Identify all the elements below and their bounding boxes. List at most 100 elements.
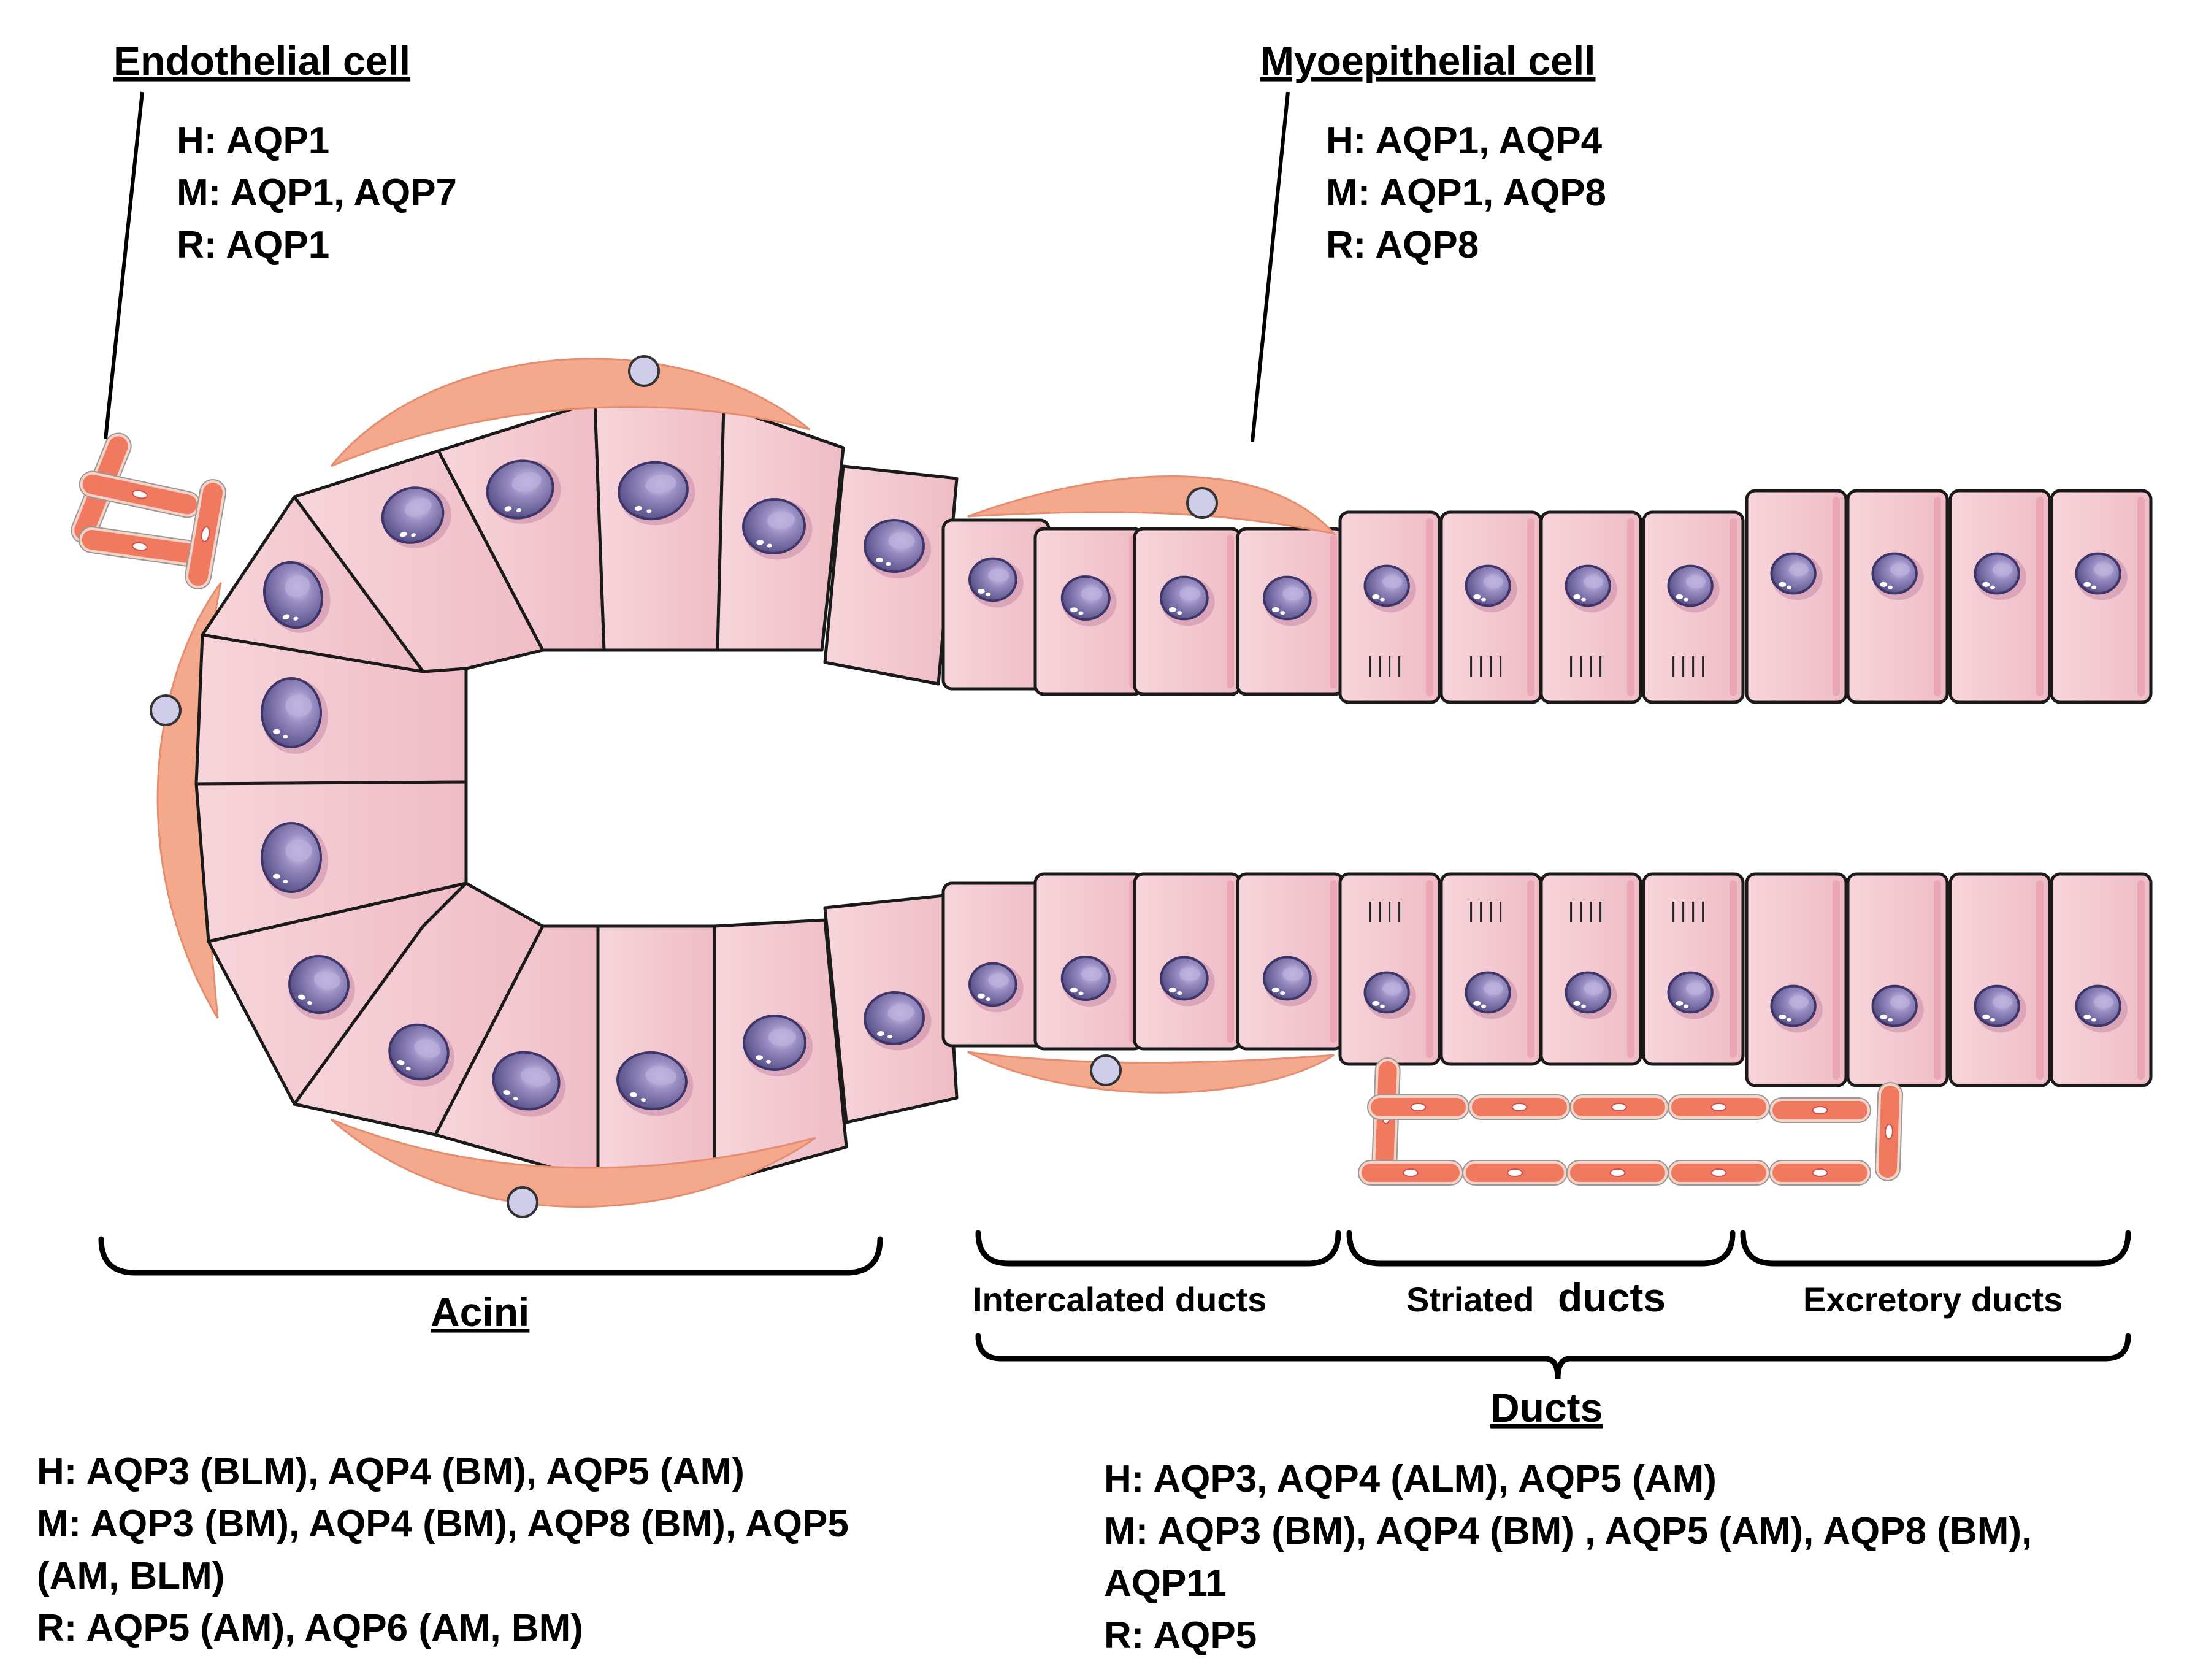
acinar-cell bbox=[596, 924, 716, 1186]
cell-nucleus bbox=[261, 822, 328, 899]
acini-brace bbox=[98, 1236, 883, 1276]
cell-shading bbox=[2137, 880, 2145, 1080]
striated-cell bbox=[1338, 510, 1441, 704]
cell-nucleus bbox=[1160, 956, 1215, 1007]
endothelial-nucleus bbox=[1710, 1103, 1727, 1111]
acinar-cell bbox=[201, 495, 425, 683]
cell-shading bbox=[1627, 880, 1634, 1058]
endothelial-cell bbox=[185, 479, 226, 589]
cell-nucleus bbox=[1770, 552, 1823, 600]
myoepithelial-body bbox=[967, 475, 1337, 535]
cell-nucleus bbox=[1871, 984, 1924, 1033]
cell-shading bbox=[1627, 518, 1634, 696]
excretory-cell bbox=[1745, 489, 1848, 704]
cell-nucleus bbox=[1770, 984, 1823, 1033]
intercalated-cell bbox=[1033, 872, 1144, 1051]
cell-nucleus bbox=[1565, 971, 1617, 1019]
striated-cell bbox=[1642, 510, 1745, 704]
intercalated-ducts-label: Intercalated ducts bbox=[973, 1280, 1266, 1319]
cell-nucleus bbox=[288, 954, 355, 1021]
cell-nucleus bbox=[1060, 956, 1117, 1007]
myoepithelial-pointer-line bbox=[1251, 91, 1290, 442]
cell-nucleus bbox=[616, 1051, 694, 1116]
myoepithelial-body bbox=[331, 1118, 816, 1208]
intercalated-cell bbox=[1133, 872, 1242, 1051]
endothelial-nucleus bbox=[1710, 1168, 1727, 1177]
cell-shading bbox=[2036, 880, 2044, 1080]
acinar-cell bbox=[293, 449, 545, 673]
cell-nucleus bbox=[1263, 575, 1318, 626]
endothelial-line-m: M: AQP1, AQP7 bbox=[177, 172, 457, 214]
striated-brace bbox=[1346, 1230, 1736, 1267]
cell-nucleus bbox=[2075, 552, 2128, 600]
cell-nucleus bbox=[1060, 575, 1117, 626]
myoepithelial-cell bbox=[330, 355, 810, 467]
acini-title: Acini bbox=[431, 1289, 529, 1335]
endothelial-nucleus bbox=[1611, 1103, 1627, 1111]
cell-nucleus bbox=[618, 461, 695, 526]
ducts-line-r: R: AQP5 bbox=[1104, 1614, 1257, 1657]
cell-shading bbox=[1833, 880, 1840, 1080]
ducts-title: Ducts bbox=[1490, 1385, 1603, 1430]
cell-shading bbox=[1527, 518, 1534, 696]
endothelial-cell bbox=[1566, 1160, 1669, 1186]
myoepithelial-nucleus bbox=[1090, 1054, 1122, 1086]
intercalated-cell bbox=[1033, 527, 1144, 696]
endothelial-cell bbox=[1367, 1094, 1469, 1120]
ducts-line-m: M: AQP3 (BM), AQP4 (BM) , AQP5 (AM), AQP… bbox=[1104, 1510, 2032, 1552]
endothelial-nucleus bbox=[1812, 1168, 1828, 1177]
excretory-cell bbox=[1846, 872, 1949, 1087]
acinar-cell bbox=[593, 400, 726, 652]
cell-nucleus bbox=[1667, 564, 1720, 613]
excretory-cell bbox=[1948, 872, 2051, 1087]
striated-cell bbox=[1338, 872, 1441, 1066]
ducts-line-m-cont: AQP11 bbox=[1104, 1562, 1227, 1605]
excretory-brace bbox=[1740, 1230, 2131, 1267]
endothelial-nucleus bbox=[132, 489, 148, 499]
endothelial-capillaries bbox=[71, 432, 1904, 1186]
endothelial-nucleus bbox=[1507, 1168, 1523, 1177]
intercalated-cell bbox=[941, 518, 1051, 691]
myoepithelial-body bbox=[967, 1051, 1335, 1094]
endothelial-cell bbox=[1668, 1160, 1770, 1186]
cell-nucleus bbox=[1974, 984, 2026, 1033]
endothelial-title: Endothelial cell bbox=[113, 38, 410, 83]
endothelial-cell bbox=[78, 526, 202, 567]
epithelial-cells bbox=[194, 400, 2153, 1186]
endothelial-cell bbox=[1668, 1094, 1770, 1120]
endothelial-nucleus bbox=[132, 542, 148, 551]
cell-nucleus bbox=[1363, 971, 1416, 1019]
endothelial-cell bbox=[1462, 1160, 1568, 1186]
cell-shading bbox=[1833, 497, 1840, 696]
acini-line-m-cont: (AM, BLM) bbox=[37, 1555, 224, 1597]
endothelial-cell bbox=[1769, 1097, 1871, 1123]
excretory-cell bbox=[2050, 872, 2153, 1087]
acinar-cell bbox=[434, 924, 600, 1183]
cell-nucleus bbox=[1465, 564, 1517, 613]
myoepithelial-nucleus bbox=[150, 694, 182, 726]
striated-cell bbox=[1439, 872, 1542, 1066]
striated-label-b: ducts bbox=[1558, 1275, 1666, 1320]
excretory-cell bbox=[1745, 872, 1848, 1087]
myoepithelial-nucleus bbox=[628, 355, 660, 387]
endothelial-cell bbox=[79, 470, 201, 518]
endothelial-cell bbox=[1569, 1094, 1669, 1120]
cell-body bbox=[1745, 872, 1848, 1087]
myoepithelial-cell bbox=[967, 475, 1337, 535]
cell-shading bbox=[1227, 535, 1234, 688]
excretory-ducts-label: Excretory ducts bbox=[1803, 1280, 2063, 1319]
acinar-cell bbox=[194, 633, 468, 786]
endothelial-cell bbox=[1874, 1082, 1904, 1181]
intercalated-cell bbox=[1133, 527, 1242, 696]
cell-nucleus bbox=[2075, 984, 2128, 1033]
myoepithelial-line-m: M: AQP1, AQP8 bbox=[1326, 172, 1606, 214]
cell-body bbox=[194, 633, 468, 786]
cell-shading bbox=[1527, 880, 1534, 1058]
cell-nucleus bbox=[1465, 971, 1517, 1019]
acini-line-r: R: AQP5 (AM), AQP6 (AM, BM) bbox=[37, 1607, 583, 1649]
cell-body bbox=[293, 449, 545, 673]
cell-body bbox=[1642, 872, 1745, 1066]
acini-line-h: H: AQP3 (BLM), AQP4 (BM), AQP5 (AM) bbox=[37, 1451, 745, 1493]
cell-shading bbox=[1730, 518, 1737, 696]
